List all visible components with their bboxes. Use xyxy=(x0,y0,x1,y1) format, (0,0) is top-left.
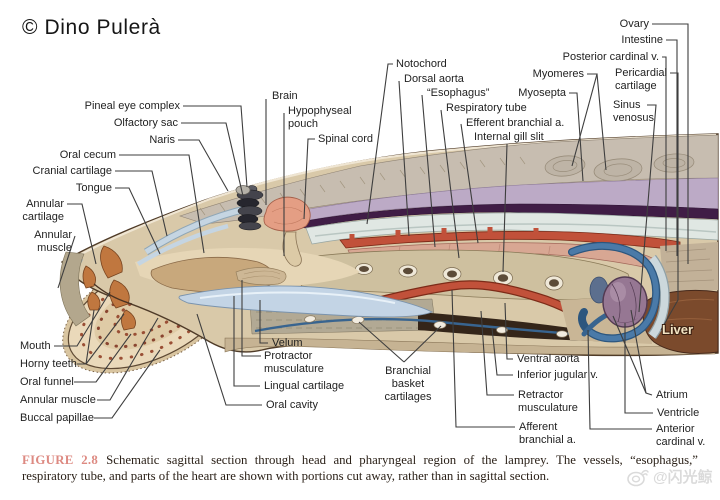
label-intestine: Intestine xyxy=(621,33,663,46)
figure-number: FIGURE 2.8 xyxy=(22,453,99,467)
leader-posterior-cardinal-v xyxy=(662,56,667,251)
label-oral-cecum: Oral cecum xyxy=(59,148,116,161)
olfactory-sac-coil xyxy=(236,185,264,231)
atrium-ventricle-shape xyxy=(602,276,648,328)
leader-myomeres xyxy=(596,73,607,171)
leader-horny-teeth xyxy=(85,313,125,365)
label-horny-teeth: Horny teeth xyxy=(20,357,77,370)
label-ovary: Ovary xyxy=(619,17,649,30)
leader-myosepta xyxy=(569,92,584,182)
leader-cranial-cartilage xyxy=(115,170,168,237)
leader-ventral-aorta xyxy=(504,302,513,360)
label-atrium: Atrium xyxy=(656,388,688,401)
label-buccal-papillae: Buccal papillae xyxy=(20,411,94,424)
leader-tongue xyxy=(115,187,161,255)
leader-mouth xyxy=(54,291,111,347)
label-internal-gill-slit: Internal gill slit xyxy=(474,130,544,143)
label-pineal-eye-complex: Pineal eye complex xyxy=(84,99,180,112)
leader-annular-muscle-upper xyxy=(57,235,76,289)
leader-pericardial-cartilage xyxy=(660,72,679,331)
hypophyseal-pouch-shape xyxy=(282,231,302,267)
label-posterior-cardinal-v: Posterior cardinal v. xyxy=(562,50,659,63)
leader-notochord xyxy=(366,63,393,225)
label-naris: Naris xyxy=(149,133,175,146)
dorsal-aorta-vessel xyxy=(339,227,681,251)
leader-efferent-branchial-a xyxy=(460,123,479,244)
leader-olfactory-sac xyxy=(181,122,244,197)
leader-lingual-cartilage xyxy=(233,296,260,387)
label-inferior-jugular-v: Inferior jugular v. xyxy=(517,368,599,381)
leader-protractor-musculature xyxy=(241,280,261,357)
leader-anterior-cardinal-v xyxy=(587,329,652,430)
leader-oral-cavity xyxy=(196,313,262,406)
leader-branchial-basket-cartilages xyxy=(358,321,405,363)
leader-branchial-basket-cartilages xyxy=(403,325,442,363)
leader-ventricle xyxy=(624,323,653,414)
label-oral-cavity: Oral cavity xyxy=(266,398,318,411)
pineal-eye-shape xyxy=(235,185,251,195)
leader-annular-cartilage xyxy=(67,203,97,265)
label-annular-muscle-lower: Annular muscle xyxy=(20,393,96,406)
leader-inferior-jugular-v xyxy=(491,327,513,376)
caption-text: Schematic sagittal section through head … xyxy=(22,453,698,483)
leader-spinal-cord xyxy=(303,138,315,220)
label-liver: Liver xyxy=(662,321,694,337)
label-oral-funnel: Oral funnel xyxy=(20,375,74,388)
label-ventral-aorta: Ventral aorta xyxy=(517,352,580,365)
weibo-eye-icon xyxy=(627,469,649,486)
leader-afferent-branchial-a xyxy=(451,289,515,428)
leader-respiratory-tube xyxy=(440,109,460,259)
label-myosepta: Myosepta xyxy=(518,86,566,99)
leader-sinus-venosus xyxy=(638,104,657,313)
copyright-credit: © Dino Pulerà xyxy=(22,16,161,39)
label-brain: Brain xyxy=(272,89,298,102)
leader-atrium xyxy=(630,309,647,394)
inferior-jugular-vein xyxy=(254,315,613,339)
label-notochord: Notochord xyxy=(396,57,447,70)
label-efferent-branchial-a: Efferent branchial a. xyxy=(466,116,565,129)
label-esophagus: “Esophagus” xyxy=(427,86,490,99)
label-dorsal-aorta: Dorsal aorta xyxy=(404,72,464,85)
leader-oral-funnel xyxy=(74,333,132,383)
leader-internal-gill-slit xyxy=(502,143,508,273)
leader-dorsal-aorta xyxy=(398,80,410,237)
watermark-text: @闪光鲸 xyxy=(653,469,713,486)
leader-naris xyxy=(178,139,229,192)
label-myomeres: Myomeres xyxy=(532,67,584,80)
label-respiratory-tube: Respiratory tube xyxy=(446,101,527,114)
label-ventricle: Ventricle xyxy=(657,406,700,419)
leader-pineal-eye-complex xyxy=(183,105,248,188)
leader-intestine xyxy=(666,39,678,256)
leader-ovary xyxy=(652,23,689,264)
leader-esophagus xyxy=(421,94,436,248)
head-interior xyxy=(59,185,434,331)
watermark: @闪光鲸 xyxy=(626,466,713,487)
heart-complex xyxy=(568,242,670,343)
leader-annular-muscle-lower xyxy=(97,317,159,401)
label-velum: Velum xyxy=(272,336,303,349)
leader-velum xyxy=(259,300,268,344)
label-cranial-cartilage: Cranial cartilage xyxy=(32,164,112,177)
label-lingual-cartilage: Lingual cartilage xyxy=(264,379,345,392)
leader-lines xyxy=(54,23,689,430)
label-olfactory-sac: Olfactory sac xyxy=(113,116,178,129)
label-mouth: Mouth xyxy=(20,339,51,352)
label-spinal-cord: Spinal cord xyxy=(318,132,374,145)
leader-retractor-musculature xyxy=(480,310,514,396)
leader-oral-cecum xyxy=(119,154,205,254)
leader-buccal-papillae xyxy=(94,349,161,419)
label-tongue: Tongue xyxy=(75,181,112,194)
